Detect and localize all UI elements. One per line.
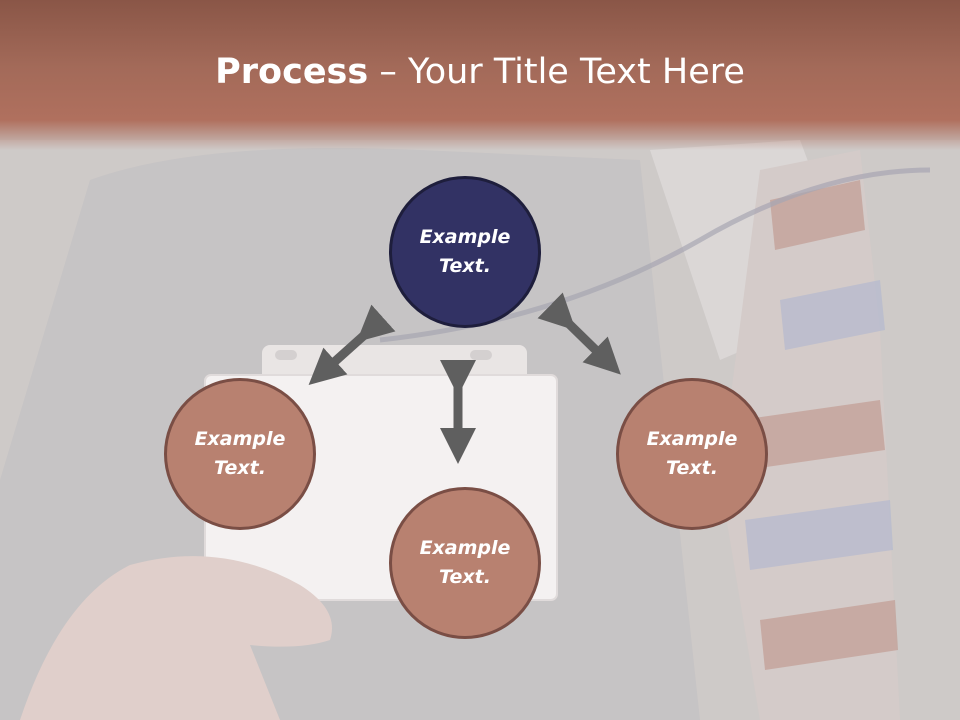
title-bold: Process — [215, 52, 369, 92]
process-node-left: Example Text. — [164, 378, 316, 530]
node-left-label: Example Text. — [194, 428, 286, 479]
arrow-top-right — [537, 292, 621, 375]
title-dash: – — [368, 52, 408, 92]
node-bottom-label: Example Text. — [419, 537, 511, 588]
process-node-right: Example Text. — [616, 378, 768, 530]
slide-title: Process – Your Title Text Here — [0, 52, 960, 92]
title-band — [0, 0, 960, 150]
node-top-label: Example Text. — [419, 226, 511, 277]
process-node-top: Example Text. — [389, 176, 541, 328]
node-right-label: Example Text. — [646, 428, 738, 479]
arrow-top-left — [308, 304, 396, 386]
process-node-bottom: Example Text. — [389, 487, 541, 639]
title-rest: Your Title Text Here — [407, 52, 745, 92]
